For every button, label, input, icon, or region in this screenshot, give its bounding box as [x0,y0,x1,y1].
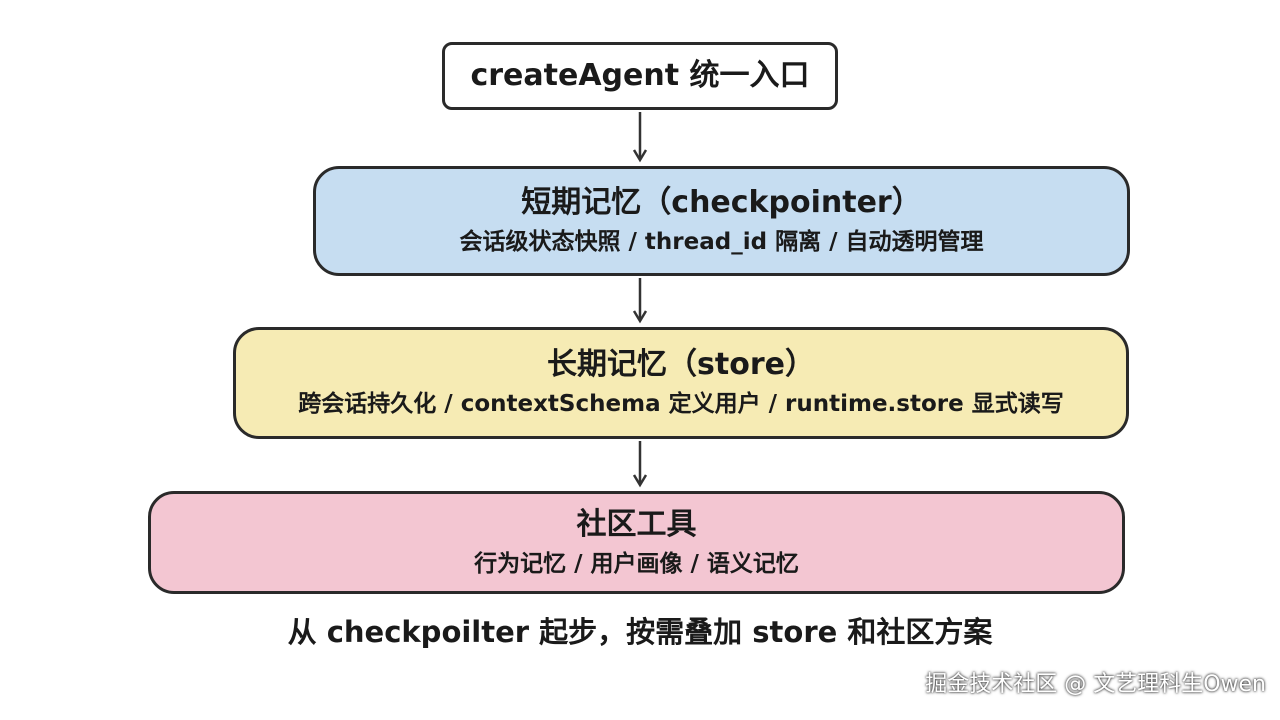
entry-title: createAgent 统一入口 [470,58,810,93]
watermark: 掘金技术社区 @ 文艺理科生Owen [925,672,1266,697]
arrow-entry-to-short [632,112,648,163]
long-term-memory-node: 长期记忆（store） 跨会话持久化 / contextSchema 定义用户 … [233,327,1129,439]
community-tools-node: 社区工具 行为记忆 / 用户画像 / 语义记忆 [148,491,1125,594]
short-term-title: 短期记忆（checkpointer） [521,185,922,220]
long-term-subtitle: 跨会话持久化 / contextSchema 定义用户 / runtime.st… [298,391,1064,417]
community-title: 社区工具 [576,506,697,542]
entry-node: createAgent 统一入口 [442,42,838,110]
diagram-caption: 从 checkpoilter 起步，按需叠加 store 和社区方案 [287,615,993,649]
arrow-short-to-long [632,278,648,324]
short-term-memory-node: 短期记忆（checkpointer） 会话级状态快照 / thread_id 隔… [313,166,1130,276]
short-term-subtitle: 会话级状态快照 / thread_id 隔离 / 自动透明管理 [459,229,984,255]
arrow-long-to-community [632,441,648,488]
long-term-title: 长期记忆（store） [547,347,815,382]
community-subtitle: 行为记忆 / 用户画像 / 语义记忆 [474,550,799,577]
